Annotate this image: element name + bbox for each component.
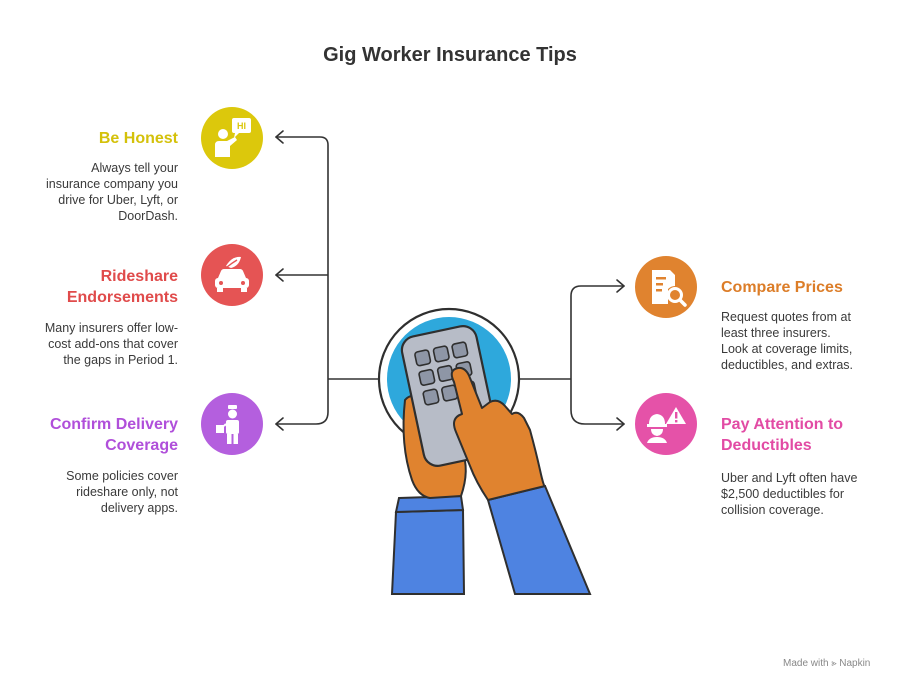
arrow-rideshare	[275, 268, 284, 282]
arrow-compare	[616, 279, 625, 293]
speech-person-icon: HI	[215, 118, 251, 157]
napkin-watermark: Made with ⪢ Napkin	[783, 658, 871, 669]
compare-heading: Compare Prices	[721, 279, 843, 296]
delivery-heading: Confirm Delivery Coverage	[49, 416, 178, 454]
be-honest-description: Always tell your insurance company you d…	[45, 161, 178, 223]
rideshare-circle	[201, 244, 263, 306]
deductibles-heading: Pay Attention to Deductibles	[721, 416, 844, 454]
arrow-be-honest	[275, 130, 284, 144]
be-honest-heading: Be Honest	[98, 130, 178, 147]
compare-description: Request quotes from at least three insur…	[721, 310, 854, 372]
delivery-person-icon	[216, 405, 239, 444]
be-honest-circle: HI	[201, 107, 263, 169]
car-insurance-icon	[215, 256, 249, 292]
worker-warning-icon	[647, 407, 686, 443]
rideshare-description: Many insurers offer low- cost add-ons th…	[44, 321, 178, 367]
arrow-delivery	[275, 417, 284, 431]
delivery-circle	[201, 393, 263, 455]
connector-right	[519, 285, 625, 425]
speech-badge: HI	[237, 121, 246, 131]
connector-left	[275, 136, 379, 425]
hands-calculator-icon	[377, 307, 592, 595]
deductibles-description: Uber and Lyft often have $2,500 deductib…	[721, 471, 858, 517]
rideshare-heading: Rideshare Endorsements	[66, 268, 178, 306]
delivery-description: Some policies cover rideshare only, not …	[66, 469, 178, 515]
page-title: Gig Worker Insurance Tips	[323, 44, 577, 66]
napkin-logo-icon: ⪢	[831, 658, 837, 668]
compare-circle	[635, 256, 697, 318]
right-sleeve	[486, 484, 592, 595]
document-search-icon	[652, 270, 687, 307]
arrow-deductibles	[616, 417, 625, 431]
right-hand	[450, 366, 546, 501]
left-sleeve	[390, 508, 466, 595]
deductibles-circle	[635, 393, 697, 455]
